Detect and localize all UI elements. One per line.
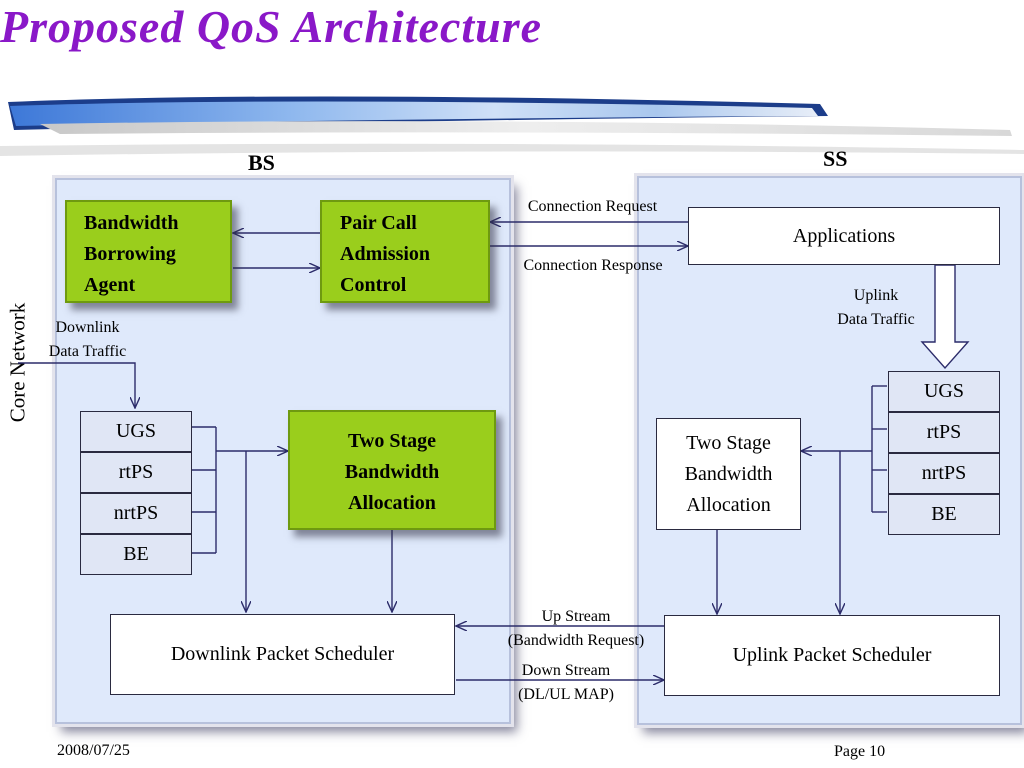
downlink-line-1: Downlink [55,319,120,336]
ss-tsba-line-3: Allocation [686,493,771,516]
down-stream-line-1: Down Stream [521,662,611,679]
uplink-line-1: Uplink [853,287,899,304]
applications-box: Applications [688,207,1000,265]
ss-label: SS [823,146,848,171]
pcac-line-3: Control [340,274,407,296]
connection-response-label: Connection Response [523,257,663,274]
down-stream-label: Down Stream (DL/UL MAP) [482,659,650,707]
down-stream-line-2: (DL/UL MAP) [518,686,614,703]
ss-queue-be: BE [888,494,1000,535]
up-stream-label: Up Stream (Bandwidth Request) [482,605,670,653]
title-underline-banner [0,96,1024,156]
bs-queue-be: BE [80,534,192,575]
bba-line-3: Agent [84,274,136,296]
bs-tsba-line-1: Two Stage [348,430,436,452]
bs-tsba-line-3: Allocation [348,492,436,514]
bs-queue-rtps: rtPS [80,452,192,493]
pcac-line-1: Pair Call [340,212,417,234]
uplink-packet-scheduler: Uplink Packet Scheduler [664,615,1000,696]
up-stream-line-1: Up Stream [541,608,611,625]
footer-page: Page 10 [834,743,886,760]
ss-queue-rtps: rtPS [888,412,1000,453]
downlink-packet-scheduler: Downlink Packet Scheduler [110,614,455,695]
downlink-line-2: Data Traffic [48,343,127,360]
bs-queue-nrtps: nrtPS [80,493,192,534]
up-stream-line-2: (Bandwidth Request) [507,632,645,649]
bs-two-stage-bandwidth-allocation: Two Stage Bandwidth Allocation [288,410,496,530]
ss-tsba-line-1: Two Stage [686,431,771,454]
ss-queue-ugs: UGS [888,371,1000,412]
uplink-line-2: Data Traffic [837,311,915,328]
ss-two-stage-bandwidth-allocation: Two Stage Bandwidth Allocation [656,418,801,530]
ss-tsba-line-2: Bandwidth [684,462,773,485]
bba-line-2: Borrowing [84,243,176,265]
bba-line-1: Bandwidth [84,212,179,234]
pair-call-admission-control: Pair Call Admission Control [320,200,490,303]
pcac-line-2: Admission [340,243,431,265]
bandwidth-borrowing-agent: Bandwidth Borrowing Agent [65,200,232,303]
bs-label: BS [248,150,275,175]
footer-date: 2008/07/25 [57,742,130,759]
connection-request-label: Connection Request [527,198,658,215]
downlink-data-traffic-label: Downlink Data Traffic [30,316,145,364]
ss-queue-nrtps: nrtPS [888,453,1000,494]
slide-title: Proposed QoS Architecture [0,1,543,52]
uplink-data-traffic-label: Uplink Data Traffic [820,284,932,332]
bs-queue-ugs: UGS [80,411,192,452]
bs-tsba-line-2: Bandwidth [344,461,440,483]
